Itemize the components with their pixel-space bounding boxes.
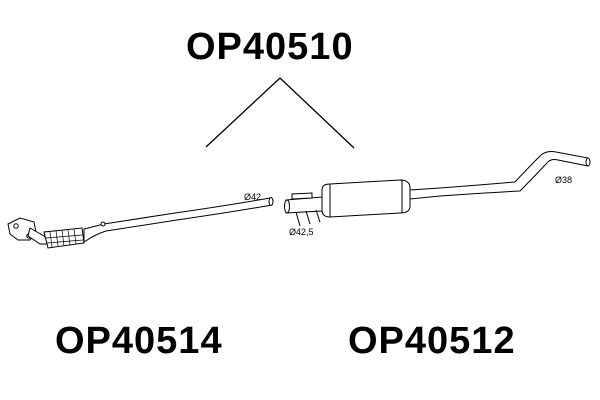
tail-pipe — [409, 151, 589, 200]
front-outlet-diameter: Ø42 — [244, 192, 262, 202]
muffler — [321, 179, 411, 218]
assembly-part-number: OP40510 — [186, 26, 354, 68]
rear-section-part-number: OP40512 — [348, 320, 516, 362]
rear-pipe-section — [284, 151, 591, 227]
front-section-part-number: OP40514 — [55, 320, 223, 362]
flex-pipe — [43, 227, 85, 249]
front-pipe — [83, 197, 273, 243]
rear-inlet-diameter: Ø42,5 — [289, 227, 314, 237]
front-pipe-section — [7, 197, 274, 249]
assembly-bracket-lines — [205, 77, 355, 149]
rear-clamp — [291, 192, 313, 200]
tail-diameter: Ø38 — [555, 175, 573, 185]
front-connector — [27, 227, 51, 245]
